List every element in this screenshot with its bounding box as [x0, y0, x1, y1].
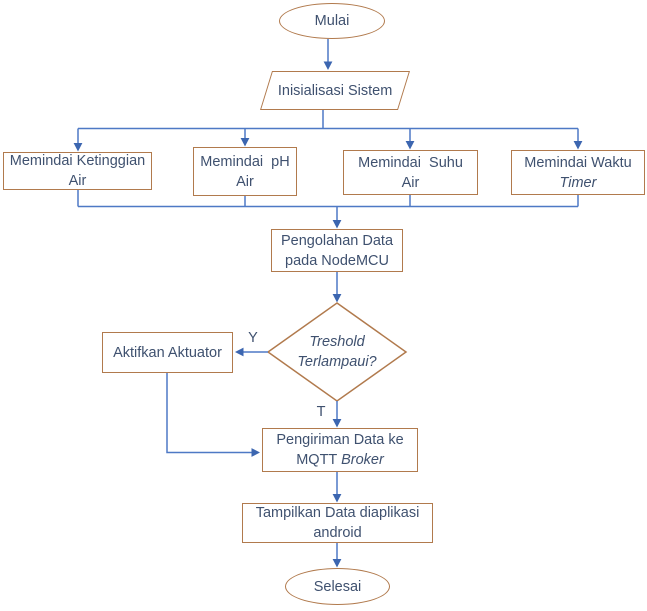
scan-water-level-line1: Memindai Ketinggian	[9, 153, 146, 169]
display-android-box: Tampilkan Data diaplikasi android	[242, 503, 433, 543]
end-terminator: Selesai	[285, 568, 390, 605]
arrowhead-send-display	[332, 494, 342, 503]
display-line1: Tampilkan Data diaplikasi	[255, 505, 420, 521]
arrowhead-display-end	[332, 559, 342, 568]
decision-diamond-text: Treshold Terlampaui?	[272, 330, 402, 374]
scan-temperature-line2: Air	[401, 174, 420, 191]
init-parallelogram: Inisialisasi Sistem	[260, 71, 410, 110]
send-line2: MQTT Broker	[296, 450, 384, 470]
send-line1: Pengiriman Data ke	[276, 432, 404, 448]
arrowhead-decision-actuator	[235, 347, 244, 357]
arrowhead-decision-send	[332, 419, 342, 428]
scan-temperature-line1: Memindai Suhu	[358, 154, 463, 171]
arrowhead-process-decision	[332, 294, 342, 303]
scan-water-level-line2: Air	[68, 173, 87, 189]
scan-timer-line2: Timer	[559, 174, 597, 191]
arrowhead-drop-level	[73, 143, 83, 152]
decision-line2: Terlampaui?	[297, 354, 377, 370]
scan-water-level-box: Memindai Ketinggian Air	[3, 152, 152, 190]
process-line2: pada NodeMCU	[285, 252, 389, 269]
init-label: Inisialisasi Sistem	[277, 82, 393, 99]
branch-label-true: T	[316, 404, 326, 420]
scan-temperature-box: Memindai Suhu Air	[343, 150, 478, 195]
start-label: Mulai	[314, 13, 350, 29]
scan-ph-line2: Air	[236, 173, 254, 190]
actuator-box: Aktifkan Aktuator	[102, 332, 233, 373]
send-line2-prefix: MQTT	[296, 452, 342, 468]
scan-timer-box: Memindai Waktu Timer	[511, 150, 645, 195]
display-line2: android	[313, 525, 362, 541]
connector-actuator-send	[166, 373, 252, 454]
arrowhead-merge-process	[332, 220, 342, 229]
send-mqtt-box: Pengiriman Data ke MQTT Broker	[262, 428, 418, 472]
scan-ph-line1: Memindai pH	[200, 153, 290, 170]
arrowhead-drop-temp	[405, 141, 415, 150]
arrowhead-drop-ph	[240, 138, 250, 147]
arrowhead-start-init	[323, 61, 333, 70]
actuator-label: Aktifkan Aktuator	[113, 344, 222, 361]
arrowhead-drop-timer	[573, 141, 583, 150]
scan-ph-box: Memindai pH Air	[193, 147, 297, 196]
start-terminator: Mulai	[279, 3, 385, 39]
process-line1: Pengolahan Data	[280, 232, 394, 249]
send-line2-broker: Broker	[341, 452, 384, 468]
scan-timer-line1: Memindai Waktu	[524, 154, 632, 171]
process-nodemcu-box: Pengolahan Data pada NodeMCU	[271, 229, 403, 272]
decision-line1: Treshold	[309, 334, 365, 350]
arrowhead-actuator-send	[251, 448, 260, 457]
end-label: Selesai	[313, 578, 362, 595]
branch-label-yes: Y	[248, 330, 258, 346]
